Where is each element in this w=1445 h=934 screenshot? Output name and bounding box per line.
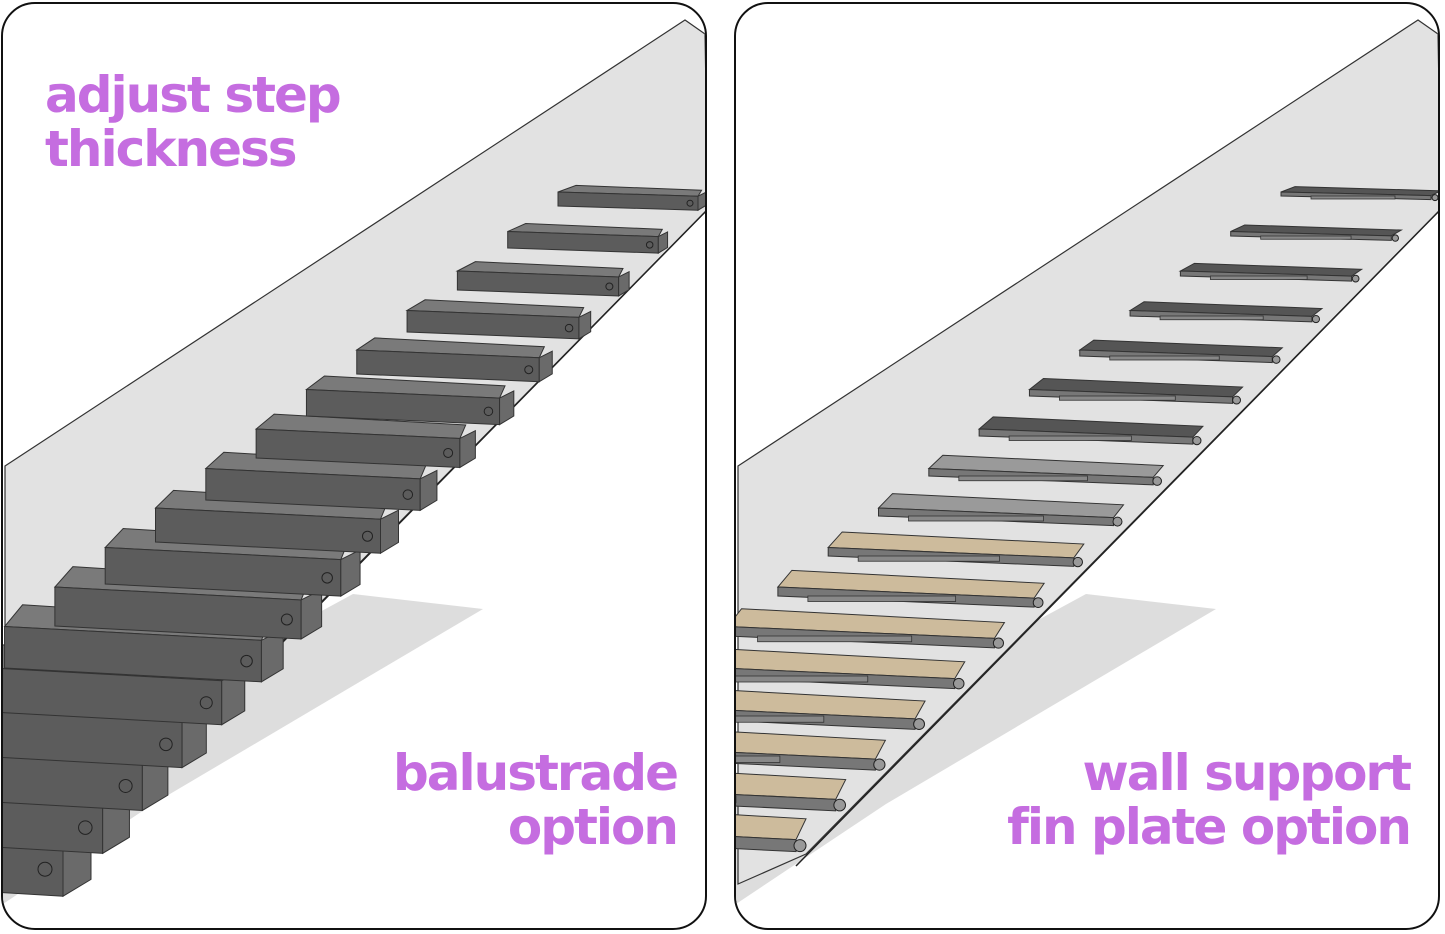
tread-bolt [1351, 274, 1360, 283]
step-fixing-bolt [362, 530, 373, 542]
tread-front [736, 836, 797, 853]
step-fixing-bolt [78, 820, 93, 835]
fin-plate [908, 515, 1044, 522]
step-fixing-bolt [159, 737, 173, 752]
tread-bolt [953, 677, 965, 690]
caption-balustrade-option: balustrade option [392, 744, 679, 856]
stair-render-stone [3, 19, 705, 904]
stair-render-wood [736, 19, 1438, 904]
step-fixing-bolt [645, 241, 654, 249]
tread-bolt [1391, 234, 1399, 242]
step-fixing-bolt [483, 406, 494, 417]
caption-adjust-step-thickness: adjust step thickness [45, 66, 342, 178]
tread-bolt [1072, 556, 1083, 568]
step-side [697, 192, 705, 212]
fin-plate [1209, 275, 1308, 280]
fin-plate [1159, 315, 1264, 321]
fin-plate [1260, 235, 1352, 240]
caption-line: wall support [1082, 744, 1412, 802]
step-fixing-bolt [240, 654, 253, 668]
caption-line: balustrade [392, 744, 679, 802]
step-side [340, 549, 361, 597]
step-side [618, 270, 630, 297]
fin-plate [1059, 395, 1176, 401]
step-side [380, 509, 399, 555]
step-fixing-bolt [443, 447, 454, 458]
panel-step-thickness: adjust step thickness balustrade option [1, 2, 707, 930]
step-fixing-bolt [280, 613, 293, 626]
caption-line: thickness [45, 120, 298, 178]
tread-top [736, 814, 807, 841]
fin-plate [736, 715, 825, 723]
step-side [419, 469, 438, 512]
caption-line: option [507, 798, 679, 856]
glass-edge [795, 210, 1438, 867]
tread-bolt [1192, 435, 1202, 446]
step-fixing-bolt [199, 696, 213, 710]
step-fixing-bolt [524, 365, 534, 375]
step-side [499, 390, 515, 426]
fin-plate [807, 595, 957, 602]
fin-plate [757, 635, 913, 643]
tread-bolt [873, 758, 886, 771]
fin-plate [736, 675, 869, 683]
step-side [657, 231, 669, 254]
step-fixing-bolt [564, 323, 574, 333]
step-fixing-bolt [321, 572, 333, 584]
step-fixing-bolt [605, 282, 614, 291]
tread-bolt [1232, 395, 1241, 405]
tread-top [736, 772, 847, 800]
tread-bolt [913, 718, 925, 731]
tread-bolt [1032, 597, 1044, 608]
tread-front [736, 794, 837, 812]
floor-shadow [736, 594, 1216, 904]
caption-line: adjust step [45, 66, 342, 124]
fin-plate [1109, 355, 1220, 361]
tread-bolt [1311, 315, 1320, 324]
step-side [459, 429, 476, 469]
tread-bolt [833, 798, 846, 812]
tread-bolt [1152, 476, 1162, 486]
fin-plate [857, 555, 1000, 562]
tread-bolt [1112, 516, 1123, 527]
step-fixing-bolt [402, 489, 414, 500]
caption-line: fin plate option [1007, 798, 1412, 856]
tread-front [736, 710, 916, 730]
fin-plate [1008, 435, 1132, 441]
panel-wall-support: wall support fin plate option [734, 2, 1440, 930]
tread-bolt [992, 637, 1004, 649]
step-side [538, 350, 553, 383]
caption-wall-support-fin-plate: wall support fin plate option [1007, 744, 1412, 856]
step-side [578, 310, 592, 340]
fin-plate [958, 475, 1088, 482]
fin-plate [736, 755, 781, 763]
step-fixing-bolt [118, 778, 133, 793]
tread-bolt [1431, 194, 1438, 202]
step-fixing-bolt [37, 861, 53, 877]
fin-plate [1310, 195, 1396, 200]
tread-bolt [793, 839, 807, 853]
tread-bolt [1272, 355, 1281, 364]
step-fixing-bolt [686, 199, 694, 207]
floor-shadow [3, 594, 483, 904]
